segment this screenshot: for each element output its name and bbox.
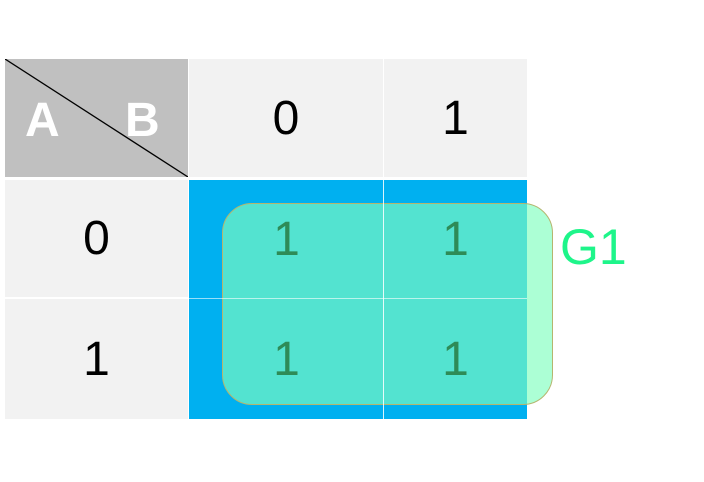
group-g1-region (222, 203, 553, 405)
cell-value-0-0: 1 (273, 213, 300, 266)
row-header-0: 0 (5, 180, 188, 297)
column-variable-label: B (125, 94, 160, 147)
cell-value-0-1: 1 (442, 213, 469, 266)
diagonal-divider (5, 59, 188, 177)
column-header-0: 0 (189, 59, 383, 177)
column-header-1: 1 (384, 59, 527, 177)
cell-value-1-0: 1 (273, 332, 300, 386)
grid-divider-vertical (383, 180, 384, 419)
group-g1-label: G1 (560, 219, 627, 275)
corner-header-cell: A B (5, 59, 188, 177)
row-header-1: 1 (5, 299, 188, 419)
grid-divider-horizontal (189, 298, 527, 299)
row-variable-label: A (25, 94, 60, 147)
cell-value-1-1: 1 (442, 332, 469, 386)
